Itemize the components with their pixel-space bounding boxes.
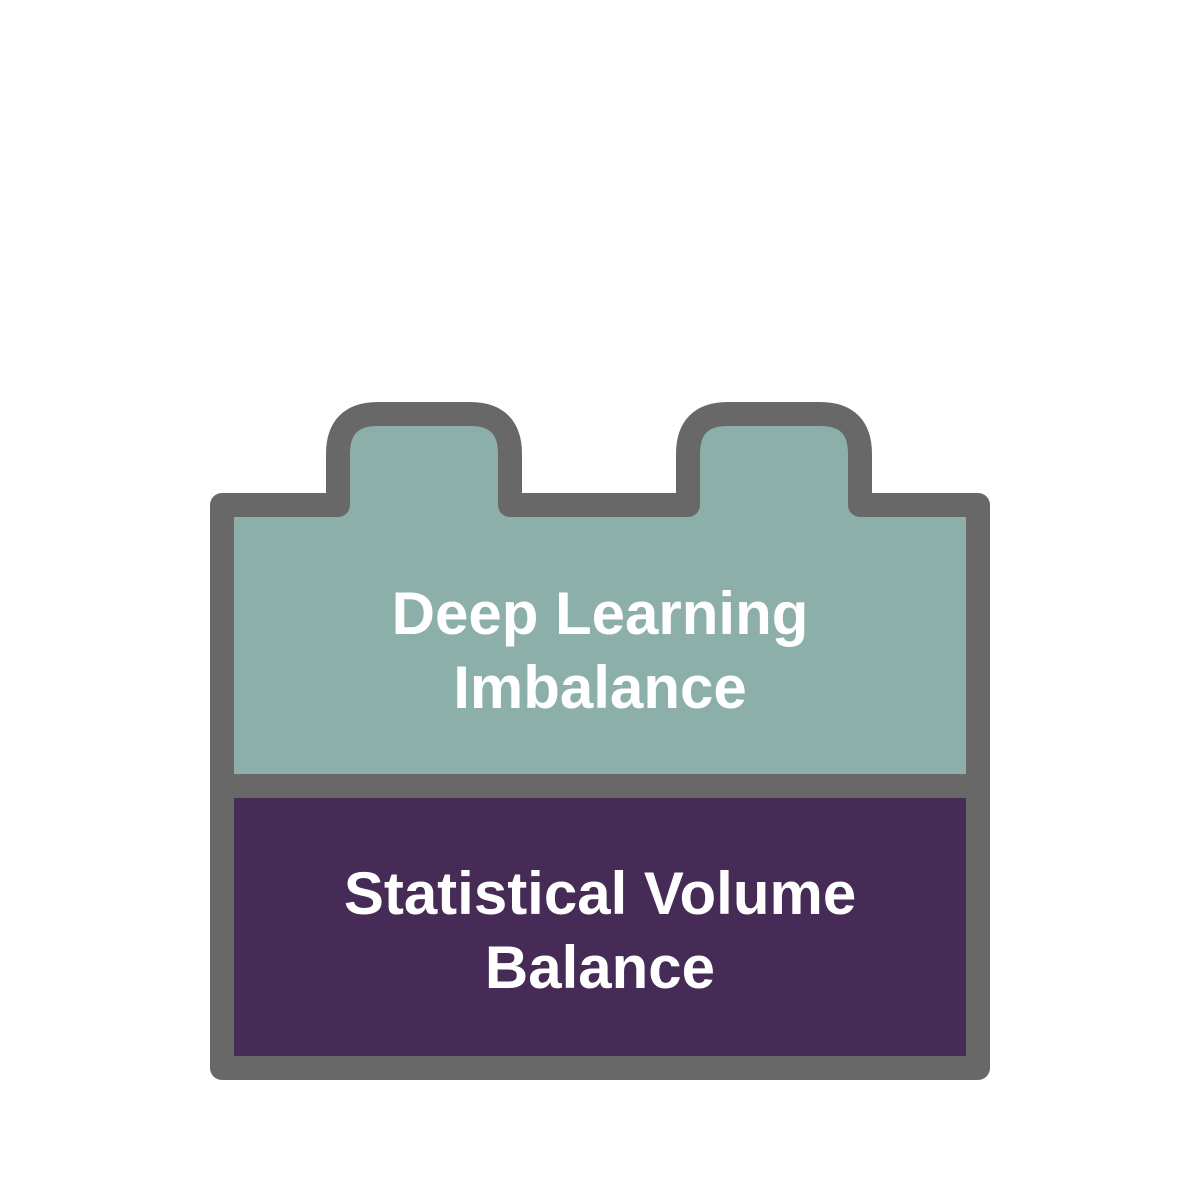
top-block-fill xyxy=(222,414,978,786)
bottom-block-line1: Statistical Volume xyxy=(343,860,857,927)
bottom-block-fill xyxy=(222,786,978,1068)
top-block-line2: Imbalance xyxy=(453,654,747,721)
brick-outline xyxy=(210,402,990,1080)
top-block-label: Deep Learning Imbalance xyxy=(234,577,966,725)
bottom-block-line2: Balance xyxy=(484,934,716,1001)
top-block-line1: Deep Learning xyxy=(391,580,809,647)
bottom-block-label: Statistical Volume Balance xyxy=(234,857,966,1005)
